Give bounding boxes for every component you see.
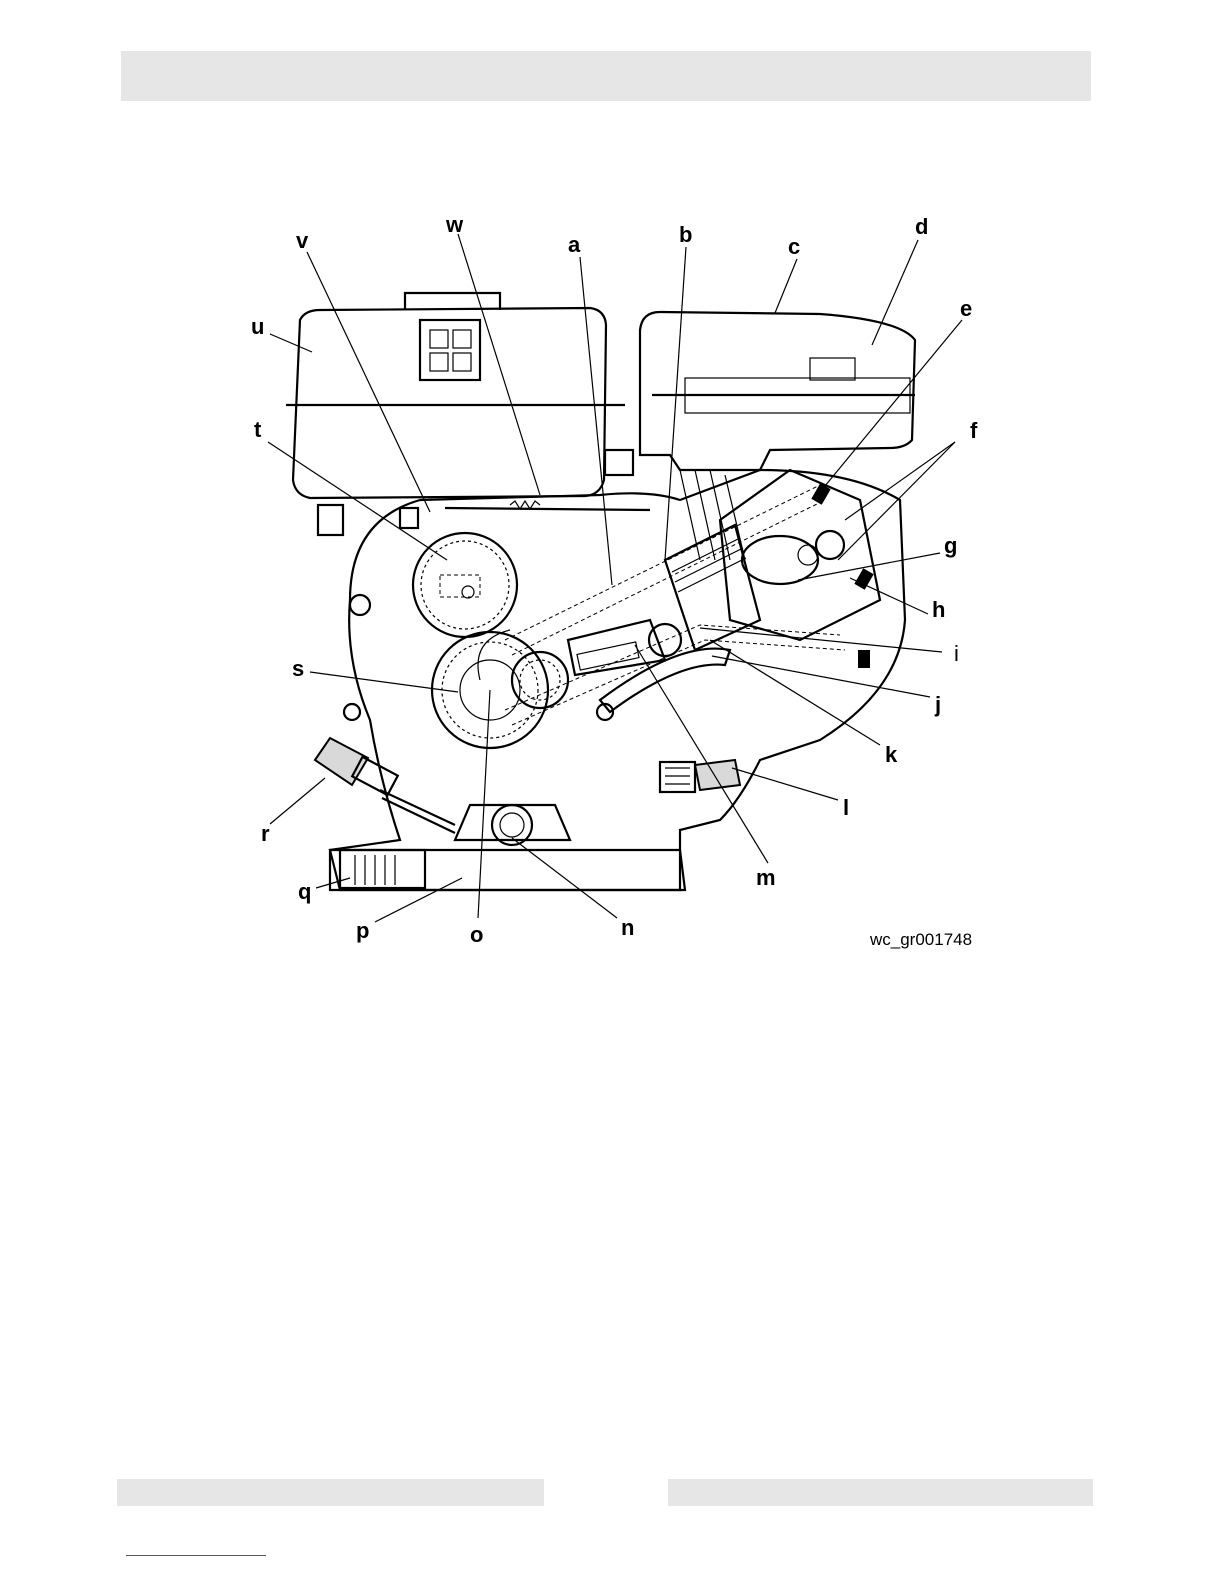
leader-c [775, 259, 797, 313]
leader-r [270, 778, 325, 824]
callout-t: t [254, 417, 262, 442]
leader-d [872, 240, 918, 345]
callout-m: m [756, 865, 776, 890]
leader-p [375, 878, 462, 922]
governor-gear [413, 533, 517, 637]
page-footer-bar-left [117, 1479, 544, 1506]
callout-w: w [445, 212, 464, 237]
leader-s [310, 672, 458, 692]
leader-q [316, 878, 350, 888]
callout-g: g [944, 533, 957, 558]
callout-q: q [298, 879, 311, 904]
leader-a [580, 257, 612, 585]
callout-f: f [970, 418, 978, 443]
callout-l: l [843, 795, 849, 820]
callout-k: k [885, 742, 898, 767]
callout-v: v [296, 228, 309, 253]
muffler-cover [640, 312, 915, 470]
callout-d: d [915, 214, 928, 239]
fuel-tank [286, 293, 625, 498]
engine-cutaway-diagram: a b c d e f g h i j k l m n o p q r s t … [175, 210, 995, 950]
page-header-bar [121, 51, 1091, 101]
callout-s: s [292, 656, 304, 681]
callout-c: c [788, 234, 800, 259]
callout-h: h [932, 597, 945, 622]
figure-id: wc_gr001748 [869, 930, 972, 949]
callout-u: u [251, 314, 264, 339]
leader-b [665, 247, 686, 560]
callout-a: a [568, 232, 581, 257]
callout-b: b [679, 222, 692, 247]
engine-drawing [286, 293, 915, 890]
leader-u [270, 334, 312, 352]
callout-j: j [934, 692, 941, 717]
callout-p: p [356, 918, 369, 943]
callout-n: n [621, 915, 634, 940]
callout-r: r [261, 821, 270, 846]
page-footer-bar-right [668, 1479, 1093, 1506]
leader-w [458, 234, 540, 495]
leader-j [712, 656, 930, 697]
callout-e: e [960, 296, 972, 321]
footer-link-underline [126, 1555, 266, 1556]
crank-gear [432, 632, 568, 748]
leader-v [307, 252, 430, 512]
callout-o: o [470, 922, 483, 947]
leader-e [820, 320, 962, 492]
callout-i: i [954, 641, 959, 666]
leader-f1 [838, 442, 955, 560]
oil-filler-right [660, 760, 740, 792]
leader-i [700, 628, 942, 652]
leader-m [635, 645, 768, 863]
leader-k [710, 640, 880, 745]
